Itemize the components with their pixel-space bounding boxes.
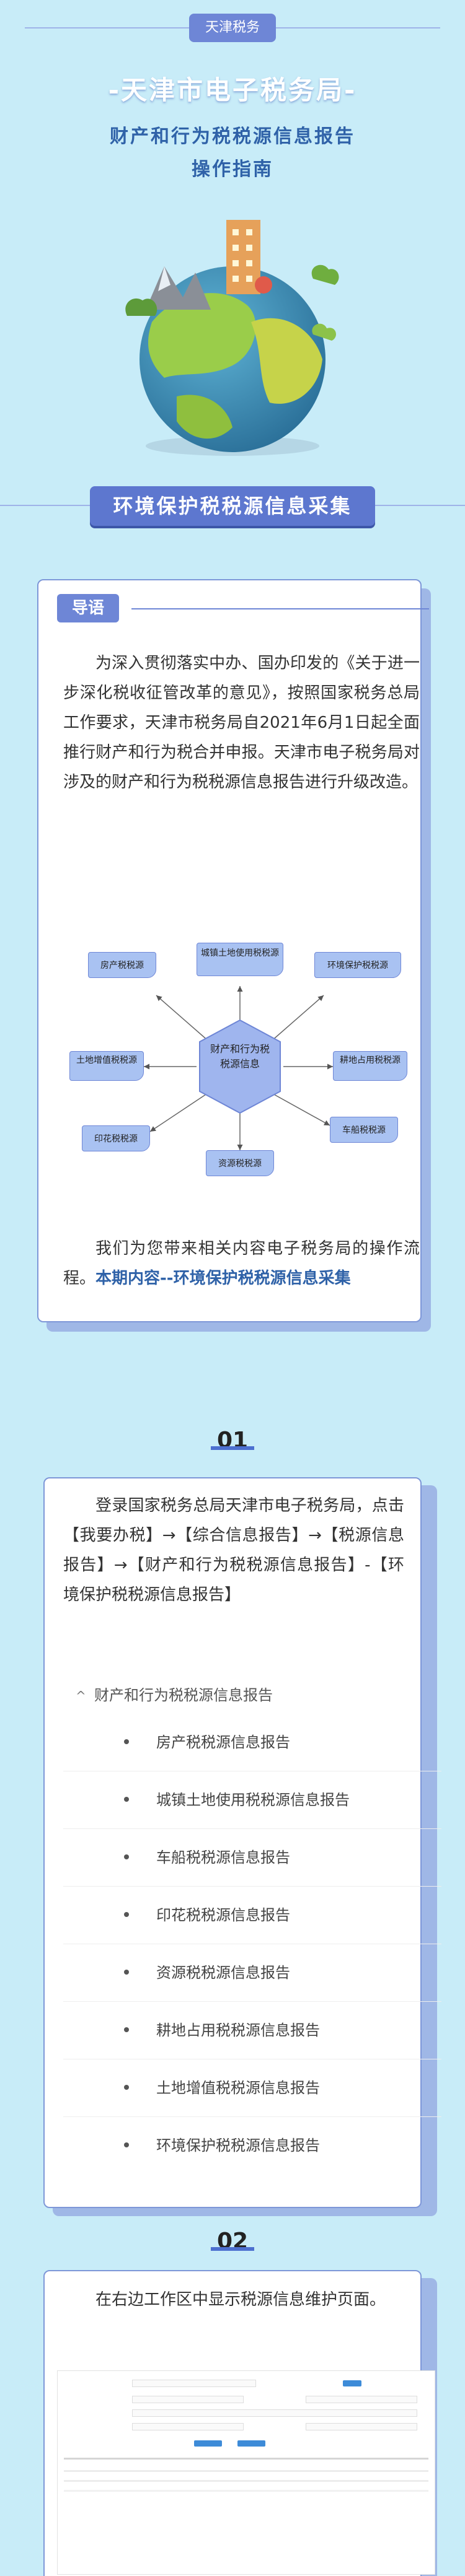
menu-item-environment[interactable]: 环境保护税税源信息报告 — [63, 2117, 441, 2175]
diagram-node-land-appreciation: 土地增值税税源 — [69, 1051, 144, 1081]
menu-item-land-appreciation[interactable]: 土地增值税税源信息报告 — [63, 2059, 441, 2117]
step1-text: 登录国家税务总局天津市电子税务局，点击【我要办税】→【综合信息报告】→【税源信息… — [63, 1496, 404, 1604]
intro-heading-rule — [131, 608, 429, 609]
thumb-field — [132, 2380, 256, 2387]
thumb-row — [64, 2470, 428, 2472]
tax-source-maintenance-screenshot — [57, 2370, 435, 2575]
thumb-row — [64, 2490, 428, 2492]
chevron-up-icon: ^ — [76, 1688, 86, 1703]
diagram-node-farmland: 耕地占用税税源 — [333, 1051, 407, 1081]
bullet-icon — [124, 2142, 129, 2147]
thumb-field — [306, 2396, 417, 2403]
menu-item-vehicle[interactable]: 车船税税源信息报告 — [63, 1829, 441, 1887]
thumb-field — [306, 2423, 417, 2430]
menu-item-label: 车船税税源信息报告 — [156, 1849, 290, 1866]
intro-card: 导语 为深入贯彻落实中办、国办印发的《关于进一步深化税收征管改革的意见》，按照国… — [37, 579, 429, 1322]
diagram-node-stamp: 印花税税源 — [82, 1125, 150, 1151]
bullet-icon — [124, 2027, 129, 2032]
menu-group-title: 财产和行为税税源信息报告 — [94, 1687, 273, 1704]
sub-title: 财产和行为税税源信息报告 — [110, 126, 355, 147]
intro-paragraph: 为深入贯彻落实中办、国办印发的《关于进一步深化税收征管改革的意见》，按照国家税务… — [63, 654, 420, 792]
thumb-button — [237, 2440, 265, 2447]
step-number-underline — [211, 2247, 254, 2251]
menu-item-label: 房产税税源信息报告 — [156, 1734, 290, 1751]
step-number-underline — [211, 1446, 254, 1450]
intro-heading: 导语 — [57, 594, 119, 622]
menu-item-property[interactable]: 房产税税源信息报告 — [63, 1714, 441, 1771]
menu-item-label: 土地增值税税源信息报告 — [156, 2079, 320, 2097]
intro-closing-highlight: 本期内容--环境保护税税源信息采集 — [95, 1269, 351, 1288]
thumb-field — [132, 2396, 244, 2403]
tax-source-diagram: 财产和行为税税源信息 房产税税源 城镇土地使用税税源 环境保护税税源 土地增值税… — [57, 933, 429, 1200]
bullet-icon — [124, 1970, 129, 1975]
thumb-field — [132, 2409, 417, 2417]
menu-item-stamp[interactable]: 印花税税源信息报告 — [63, 1887, 441, 1944]
bullet-icon — [124, 1912, 129, 1917]
bullet-icon — [124, 1739, 129, 1744]
diagram-node-vehicle: 车船税税源 — [330, 1117, 398, 1143]
thumb-row — [64, 2458, 428, 2460]
bullet-icon — [124, 1797, 129, 1802]
menu-item-farmland[interactable]: 耕地占用税税源信息报告 — [63, 2002, 441, 2059]
menu-group-header[interactable]: ^ 财产和行为税税源信息报告 — [63, 1677, 441, 1714]
thumb-button — [194, 2440, 222, 2447]
bullet-icon — [124, 2085, 129, 2090]
menu-item-resource[interactable]: 资源税税源信息报告 — [63, 1944, 441, 2002]
menu-item-label: 印花税税源信息报告 — [156, 1906, 290, 1924]
diagram-node-environment: 环境保护税税源 — [314, 952, 401, 978]
diagram-node-land-use: 城镇土地使用税税源 — [197, 943, 283, 976]
diagram-node-property: 房产税税源 — [88, 952, 156, 978]
step2-card: 在右边工作区中显示税源信息维护页面。 — [43, 2270, 435, 2576]
menu-item-land-use[interactable]: 城镇土地使用税税源信息报告 — [63, 1771, 441, 1829]
diagram-node-resource: 资源税税源 — [206, 1150, 274, 1176]
step1-card: 登录国家税务总局天津市电子税务局，点击【我要办税】→【综合信息报告】→【税源信息… — [43, 1477, 441, 2208]
globe-illustration — [108, 192, 356, 465]
intro-closing-text: 我们为您带来相关内容电子税务局的操作流程。 — [63, 1239, 420, 1288]
menu-item-label: 资源税税源信息报告 — [156, 1964, 290, 1981]
menu-item-label: 环境保护税税源信息报告 — [156, 2137, 320, 2154]
menu-item-label: 耕地占用税税源信息报告 — [156, 2022, 320, 2039]
thumb-button — [343, 2380, 361, 2386]
section-banner: 环境保护税税源信息采集 — [90, 486, 375, 526]
thumb-row — [64, 2480, 428, 2482]
thumb-field — [132, 2423, 244, 2430]
header-tag: 天津税务 — [189, 14, 276, 42]
bullet-icon — [124, 1854, 129, 1859]
step2-text: 在右边工作区中显示税源信息维护页面。 — [95, 2290, 386, 2309]
intro-closing: 我们为您带来相关内容电子税务局的操作流程。本期内容--环境保护税税源信息采集 — [63, 1234, 420, 1293]
sub-title-guide: 操作指南 — [192, 159, 273, 180]
page-title: -天津市电子税务局- — [108, 75, 357, 105]
diagram-center: 财产和行为税税源信息 — [210, 1043, 270, 1070]
menu-item-label: 城镇土地使用税税源信息报告 — [156, 1791, 350, 1809]
